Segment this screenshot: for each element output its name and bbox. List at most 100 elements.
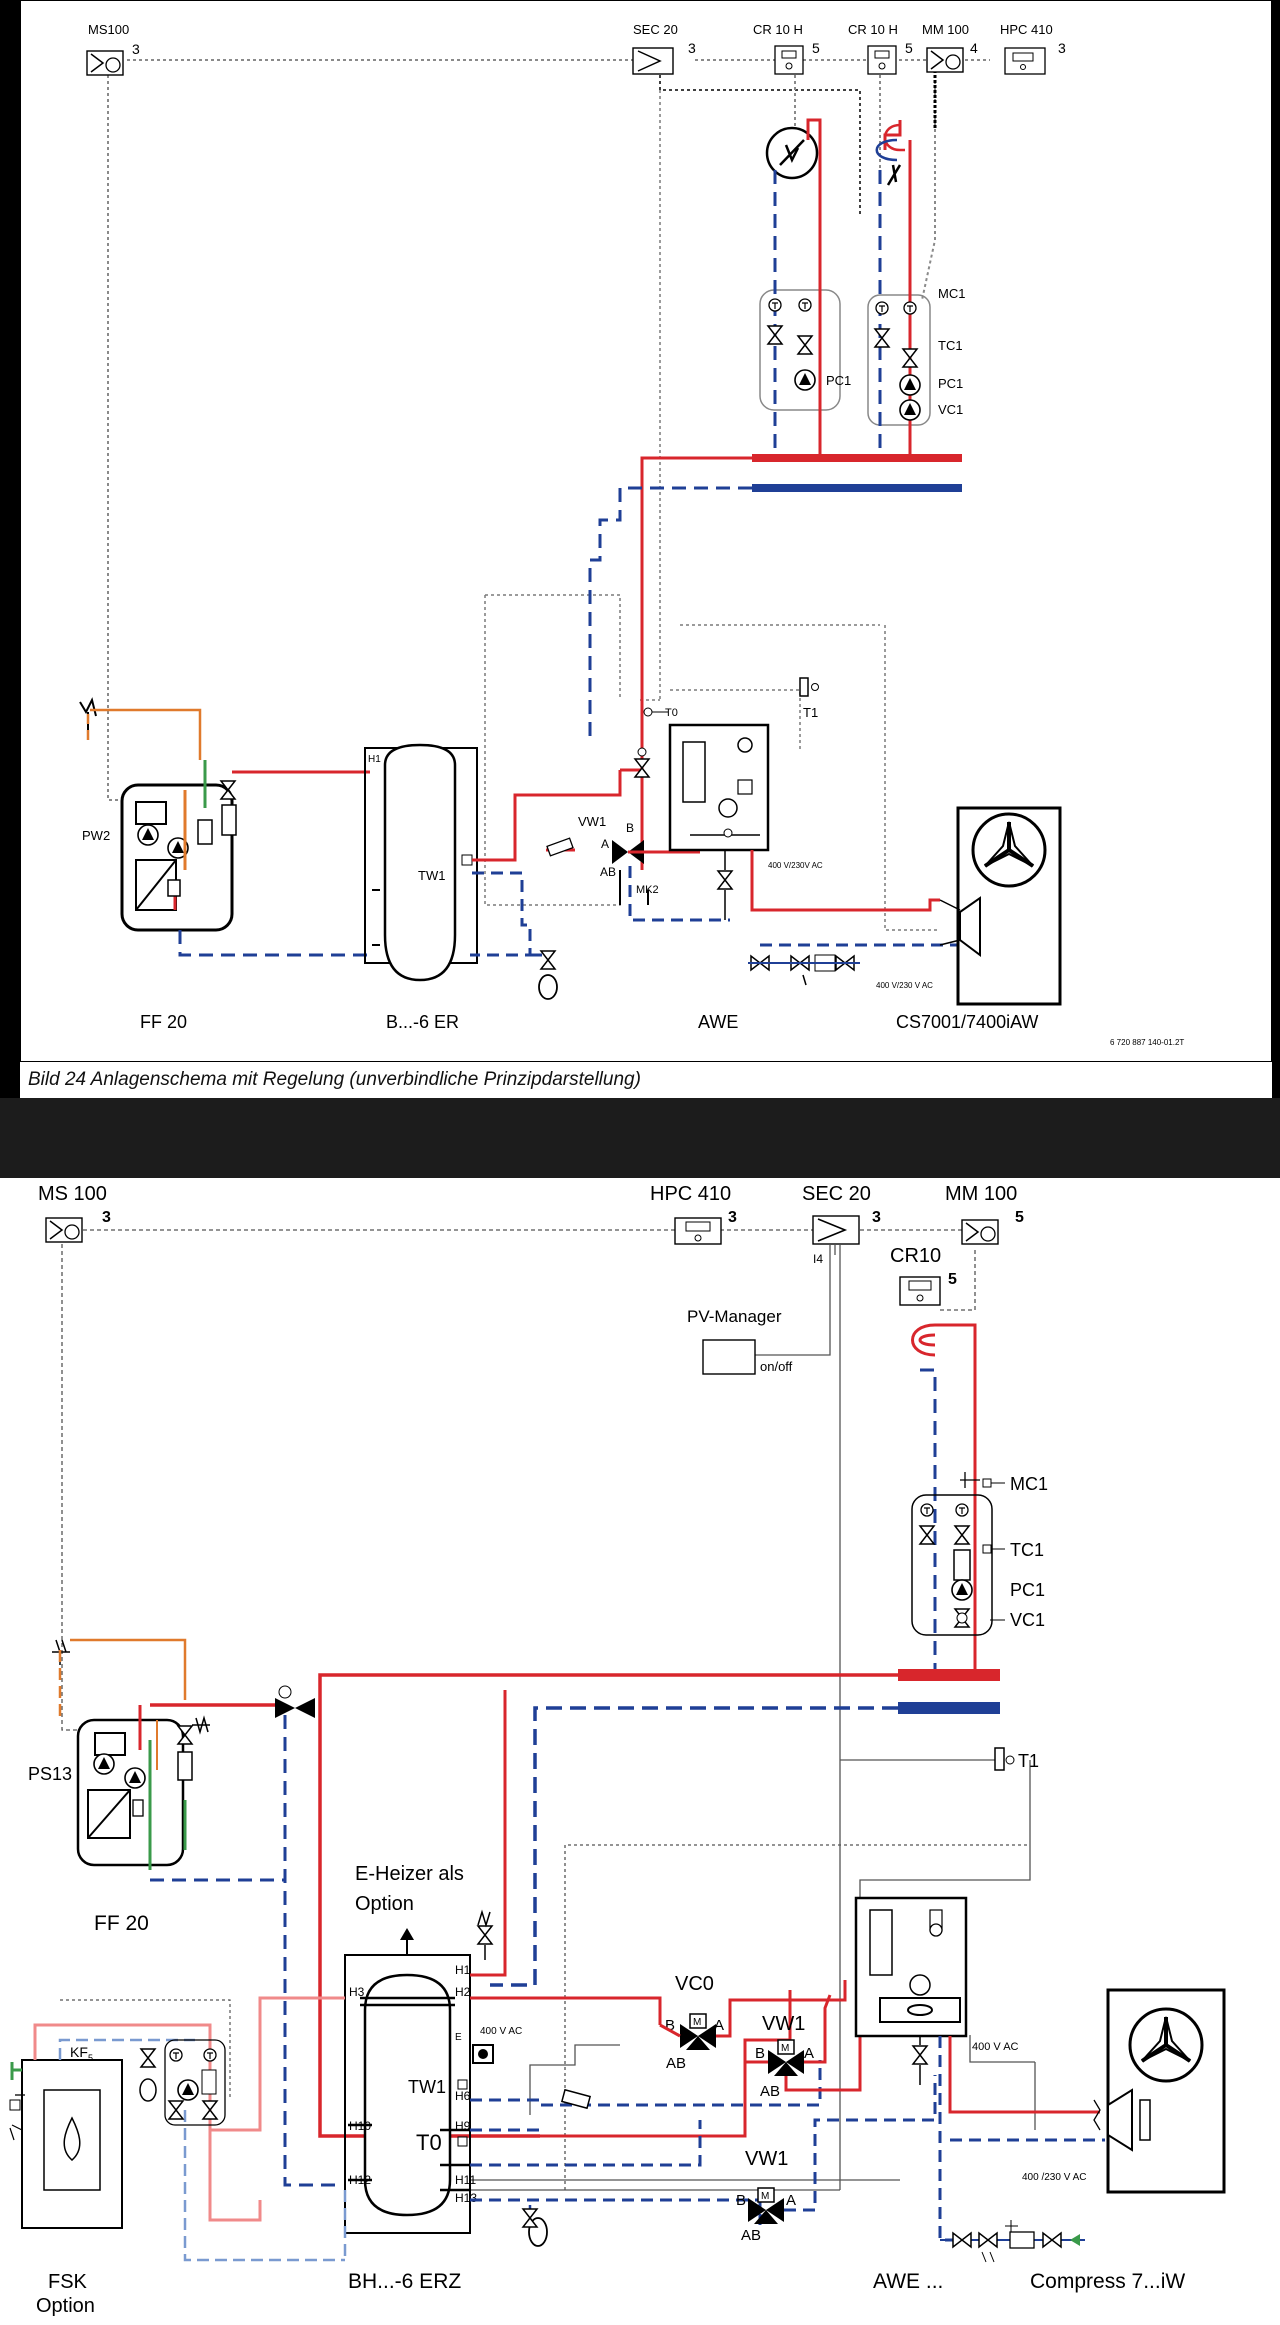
- bottom-ps13-station: PS13: [28, 1638, 210, 1870]
- top-main-return-pipe: [588, 486, 752, 740]
- bottom-mm100-module: MM 100 5: [945, 1183, 1024, 1245]
- bottom-vw1-upper-a: A: [804, 2045, 814, 2062]
- top-doc-number: 6 720 887 140-01.2T: [1110, 1038, 1184, 1047]
- bottom-h10-return: [470, 2120, 702, 2167]
- bottom-awe-to-hp-flow: [948, 2036, 1100, 2114]
- bottom-fsk-option-label: Option: [36, 2295, 95, 2317]
- bottom-fsk-station: KF 5: [70, 2039, 226, 2126]
- bottom-hpc410-label: HPC 410: [650, 1183, 731, 1205]
- bottom-sec20-module: SEC 20 3 I4: [802, 1183, 881, 1266]
- top-ms100-label: MS100: [88, 22, 129, 37]
- bottom-kf-sub: 5: [88, 2053, 93, 2063]
- top-heat-pump: [939, 806, 1062, 1006]
- bottom-ms100-line: [61, 1230, 110, 1731]
- bottom-vc0-b: B: [665, 2017, 675, 2034]
- bottom-sec20-number: 3: [872, 1209, 881, 1226]
- top-heating-circuit-right: MC1 TC1 PC1 VC1: [867, 120, 965, 455]
- bottom-h9-pipe: [540, 1990, 792, 2138]
- bottom-i4-label: I4: [813, 1252, 823, 1266]
- top-ms100-number: 3: [132, 41, 140, 57]
- bottom-tank-h11: H11: [455, 2173, 476, 2187]
- bottom-hpc410-module: HPC 410 3: [650, 1183, 737, 1245]
- top-voltage-hp: 400 V/230 V AC: [876, 981, 933, 990]
- bottom-tank-e: E: [455, 2032, 462, 2043]
- top-expansion-vessel: [538, 950, 558, 1000]
- bottom-ps13-label: PS13: [28, 1764, 72, 1784]
- top-vw1-label: VW1: [578, 814, 606, 829]
- bottom-awe-unit: 400 V AC: [854, 1896, 1036, 2130]
- top-sec20-line: [659, 75, 861, 215]
- bottom-check-valve: [560, 2088, 592, 2110]
- bottom-bh-label: BH...-6 ERZ: [348, 2270, 461, 2293]
- bottom-vw1-lower-ab: AB: [741, 2227, 761, 2244]
- bottom-tank-h2: H2: [455, 1985, 471, 1999]
- top-caption: Bild 24 Anlagenschema mit Regelung (unve…: [28, 1069, 641, 1090]
- bottom-vw1-upper-label: VW1: [762, 2013, 805, 2035]
- bottom-compress-label: Compress 7...iW: [1030, 2270, 1185, 2293]
- bottom-vc0-valve: M VC0 B A AB: [665, 1973, 724, 2072]
- bottom-t1-sensor: T1: [994, 1747, 1039, 1771]
- top-t0-label: T0: [665, 707, 678, 719]
- top-awe-to-hp-flow: [750, 850, 940, 912]
- bottom-tank-h1: H1: [455, 1963, 471, 1977]
- bottom-ms100-label: MS 100: [38, 1183, 107, 1205]
- bottom-vw1-upper-ab: AB: [760, 2083, 780, 2100]
- bottom-ff20-return: [150, 1715, 340, 2187]
- bottom-sec20-line: [755, 1245, 836, 1356]
- top-vw1-b: B: [626, 821, 634, 835]
- top-awe-label: AWE: [698, 1012, 738, 1032]
- bottom-safety-valve: [477, 1909, 493, 1960]
- separator-band: [0, 1098, 1280, 1178]
- bottom-awe-label: AWE ...: [873, 2270, 943, 2293]
- bottom-vw1-upper-m: M: [781, 2043, 789, 2054]
- bottom-valve-row: [940, 2220, 1085, 2263]
- top-mm100-label: MM 100: [922, 22, 969, 37]
- bottom-eheizer-label-1: E-Heizer als: [355, 1863, 464, 1885]
- bottom-sec20-label: SEC 20: [802, 1183, 871, 1205]
- bottom-fsk-return: [58, 2038, 347, 2262]
- top-vw1-ab: AB: [600, 865, 616, 879]
- bottom-vc0-a: A: [714, 2017, 724, 2034]
- top-hpc410-label: HPC 410: [1000, 22, 1053, 37]
- top-caption-area: [20, 1062, 1272, 1098]
- bottom-hp-return: [938, 2036, 1105, 2242]
- bottom-cr10-module: CR10 5: [890, 1245, 957, 1306]
- top-hpc410-module: HPC 410 3: [1000, 22, 1066, 75]
- top-cr10h-b-label: CR 10 H: [848, 22, 898, 37]
- top-cs-label: CS7001/7400iAW: [896, 1012, 1038, 1032]
- top-t1-label: T1: [803, 705, 818, 720]
- top-hpc410-number: 3: [1058, 40, 1066, 56]
- bottom-vw1-control: [564, 1844, 1030, 2190]
- bottom-tank-h13: H13: [455, 2191, 477, 2205]
- top-vw1-valve: VW1 B A AB: [546, 747, 650, 879]
- bottom-vw1-upper-valve: M VW1 B A AB: [755, 2013, 814, 2100]
- bottom-mm100-number: 5: [1015, 1209, 1024, 1226]
- top-valve-row: [748, 954, 860, 986]
- bottom-tank-h10: H10: [349, 2119, 371, 2133]
- bottom-vc0-label: VC0: [675, 1973, 714, 1995]
- top-mk2-connection: [619, 870, 649, 905]
- bottom-vw1-upper-b: B: [755, 2045, 765, 2062]
- top-diagram: MS100 3 SEC 20 3 CR 10 H 5 CR 10 H 5 MM …: [19, 0, 1273, 1098]
- bottom-tank: H1 H2 H3 H6 H9 H10 H11 H12 H13 E 400 V A…: [344, 1928, 522, 2234]
- bottom-sensor-lines: [470, 2179, 900, 2191]
- bottom-onoff-label: on/off: [760, 1359, 793, 1374]
- top-cr10h-a-number: 5: [812, 40, 820, 56]
- bottom-cr10-label: CR10: [890, 1245, 941, 1267]
- top-vc1-label: VC1: [938, 402, 963, 417]
- bottom-mm100-label: MM 100: [945, 1183, 1017, 1205]
- bottom-hpc410-number: 3: [728, 1209, 737, 1226]
- bottom-h2-pipe: [470, 1996, 662, 2025]
- top-b6er-label: B...-6 ER: [386, 1012, 459, 1032]
- top-ff20-label: FF 20: [140, 1012, 187, 1032]
- top-cr10h-b-module: CR 10 H 5: [848, 22, 913, 75]
- bottom-ms100-number: 3: [102, 1209, 111, 1226]
- top-cr-lines: [794, 75, 936, 301]
- top-mk2-label: MK2: [636, 884, 659, 896]
- bottom-ff20-label: FF 20: [94, 1912, 149, 1935]
- top-sec20-module: SEC 20 3: [632, 22, 696, 75]
- top-cr10h-b-number: 5: [905, 40, 913, 56]
- top-sec20-number: 3: [688, 40, 696, 56]
- top-cr10h-a-label: CR 10 H: [753, 22, 803, 37]
